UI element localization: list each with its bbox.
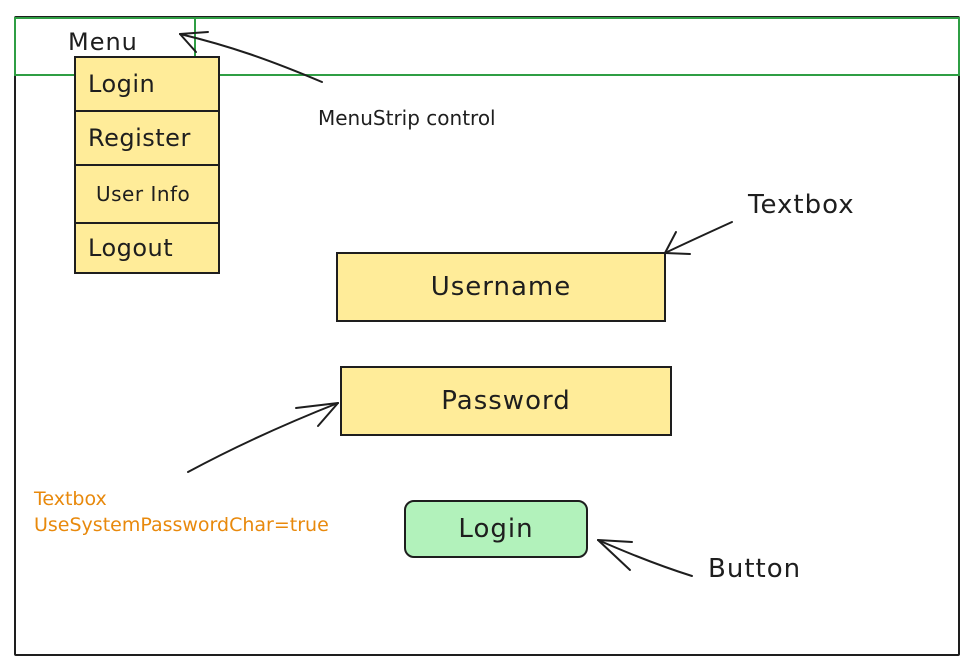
- password-note-line-2: UseSystemPasswordChar=true: [34, 514, 329, 536]
- menu-dropdown: Login Register User Info Logout: [74, 56, 220, 274]
- menustrip-annotation: MenuStrip control: [318, 106, 496, 130]
- menu-item-logout[interactable]: Logout: [88, 234, 174, 262]
- menu-item-register[interactable]: Register: [76, 112, 218, 166]
- menu-item-user-info[interactable]: User Info: [76, 166, 218, 224]
- password-textbox-annotation: Textbox UseSystemPasswordChar=true: [34, 486, 329, 538]
- menu-item-login[interactable]: Login: [76, 58, 218, 112]
- button-annotation: Button: [708, 554, 802, 584]
- password-textbox[interactable]: Password: [340, 366, 672, 436]
- password-note-line-1: Textbox: [34, 488, 107, 510]
- textbox-annotation: Textbox: [748, 190, 855, 220]
- menu-title[interactable]: Menu: [68, 28, 138, 56]
- username-textbox[interactable]: Username: [336, 252, 666, 322]
- menustrip-bar: [14, 17, 960, 76]
- login-button[interactable]: Login: [404, 500, 588, 558]
